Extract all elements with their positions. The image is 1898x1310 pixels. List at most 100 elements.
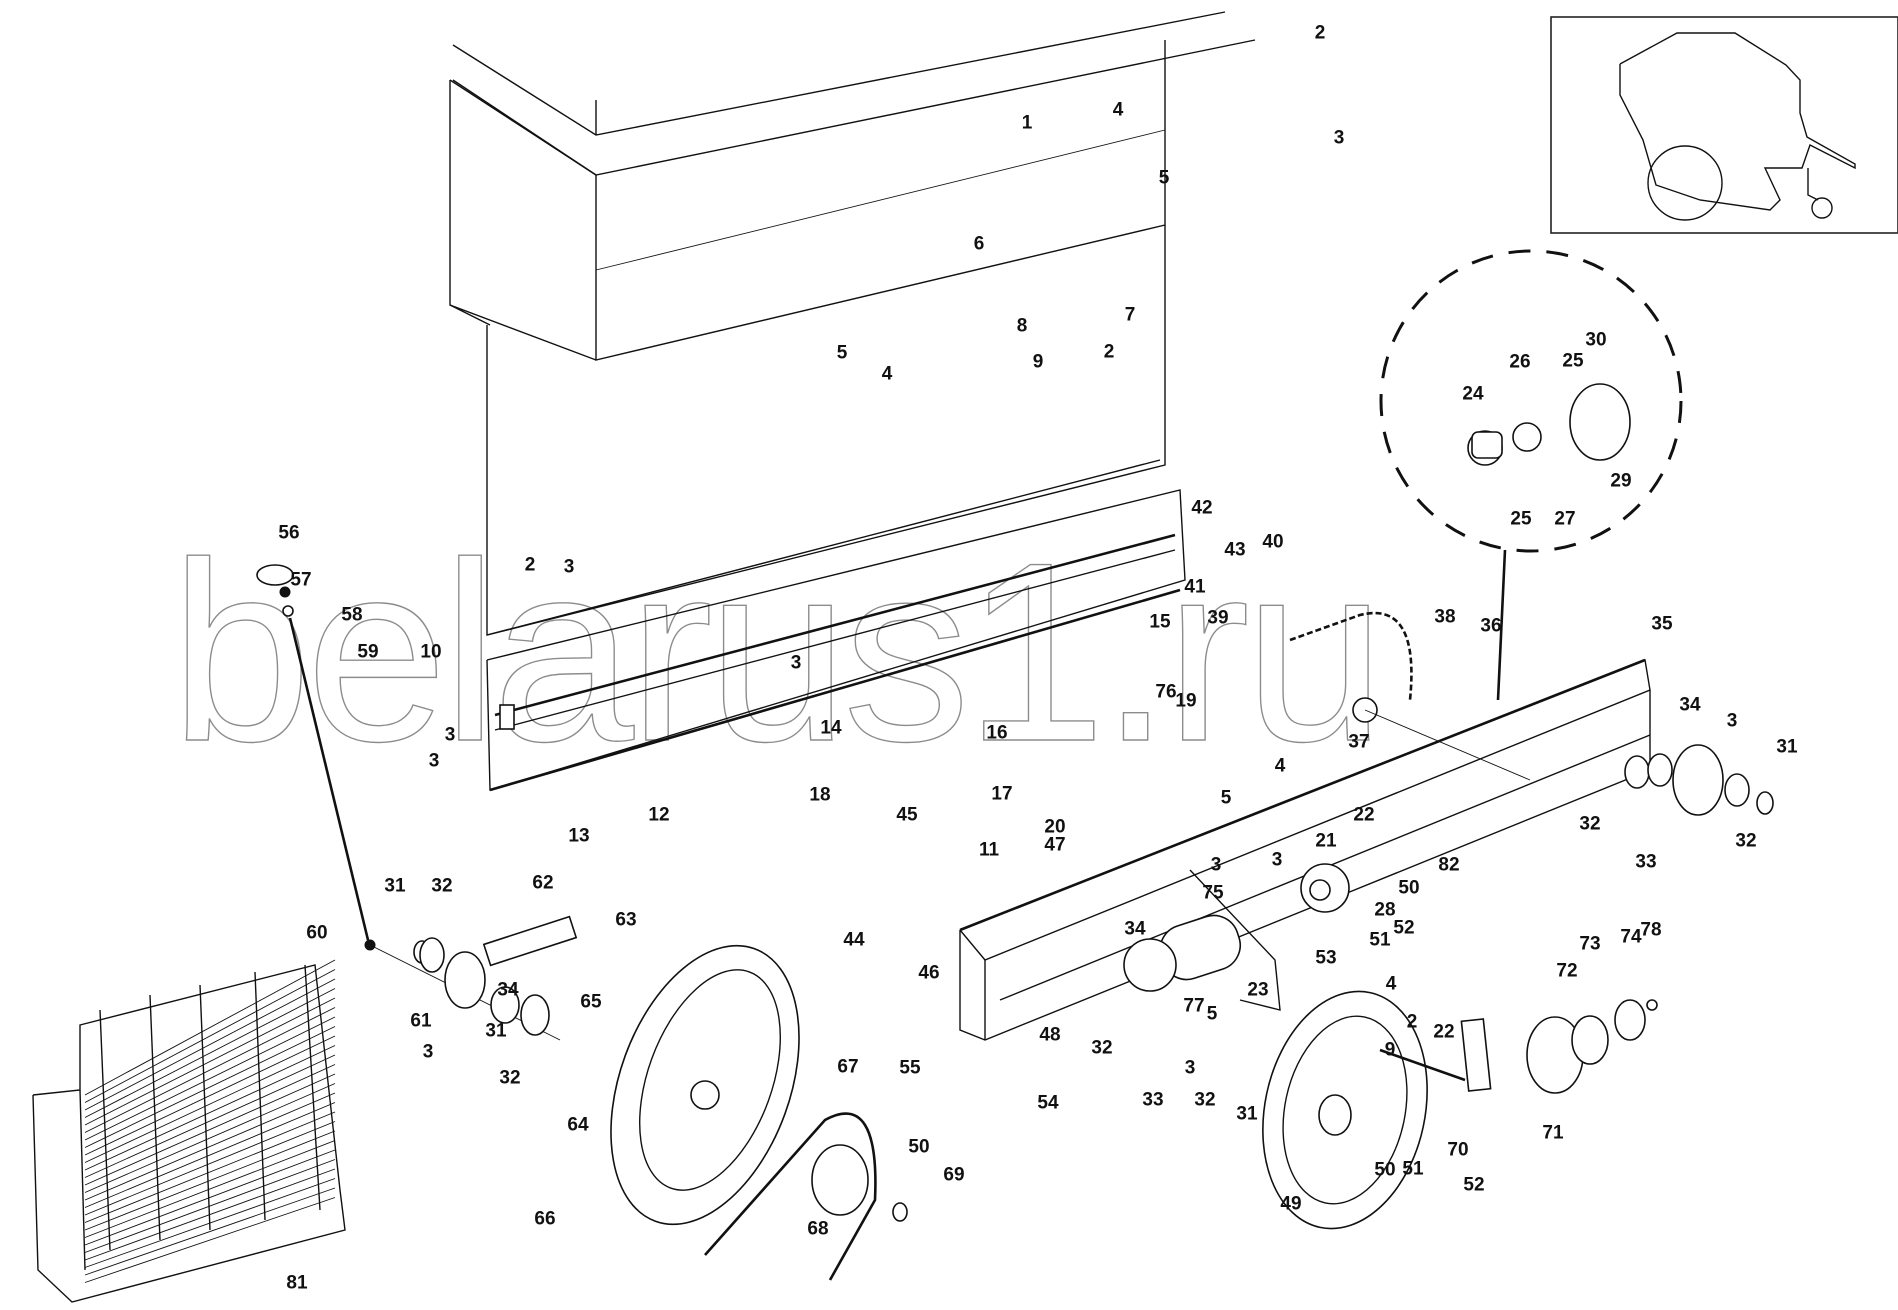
callout-part-6: 6	[973, 233, 985, 255]
pulley-49	[1262, 990, 1428, 1230]
basket-wire	[84, 1073, 336, 1186]
callout-part-63: 63	[615, 909, 637, 931]
callout-part-25: 25	[1562, 350, 1584, 372]
callout-part-5: 5	[836, 342, 848, 364]
callout-part-52: 52	[1393, 917, 1415, 939]
basket-wire	[84, 1035, 336, 1156]
callout-part-5: 5	[1206, 1003, 1218, 1025]
basket-wire	[84, 997, 336, 1126]
callout-part-9: 9	[1032, 351, 1044, 373]
callout-part-68: 68	[807, 1218, 829, 1240]
callout-part-47: 47	[1044, 834, 1066, 856]
callout-part-34: 34	[497, 979, 519, 1001]
callout-part-75: 75	[1202, 882, 1224, 904]
callout-part-32: 32	[1194, 1089, 1216, 1111]
right-assembly	[1379, 999, 1658, 1094]
callout-part-26: 26	[1509, 351, 1531, 373]
callout-part-18: 18	[809, 784, 831, 806]
basket-rib	[199, 984, 211, 1231]
basket-wire	[84, 1016, 336, 1141]
basket-wire	[84, 1054, 336, 1171]
callout-part-62: 62	[532, 872, 554, 894]
callout-part-15: 15	[1149, 611, 1171, 633]
callout-part-4: 4	[1112, 99, 1124, 121]
callout-part-66: 66	[534, 1208, 556, 1230]
callout-part-7: 7	[1124, 304, 1136, 326]
callout-part-43: 43	[1224, 539, 1246, 561]
callout-part-55: 55	[899, 1057, 921, 1079]
basket-wire	[84, 988, 336, 1118]
callout-part-22: 22	[1353, 804, 1375, 826]
callout-part-5: 5	[1220, 787, 1232, 809]
callout-part-28: 28	[1374, 899, 1396, 921]
callout-part-53: 53	[1315, 947, 1337, 969]
callout-part-5: 5	[1158, 167, 1170, 189]
callout-part-81: 81	[286, 1272, 308, 1294]
callout-part-35: 35	[1651, 613, 1673, 635]
callout-part-38: 38	[1434, 606, 1456, 628]
callout-part-51: 51	[1369, 929, 1391, 951]
callout-part-34: 34	[1679, 694, 1701, 716]
callout-part-58: 58	[341, 604, 363, 626]
callout-part-74: 74	[1620, 926, 1642, 948]
callout-part-34: 34	[1124, 918, 1146, 940]
callout-part-61: 61	[410, 1010, 432, 1032]
callout-part-16: 16	[986, 722, 1008, 744]
callout-part-9: 9	[1384, 1039, 1396, 1061]
callout-part-2: 2	[524, 554, 536, 576]
callout-part-24: 24	[1462, 383, 1484, 405]
callout-part-70: 70	[1447, 1139, 1469, 1161]
callout-part-17: 17	[991, 783, 1013, 805]
callout-part-39: 39	[1207, 607, 1229, 629]
callout-part-3: 3	[1271, 849, 1283, 871]
callout-part-2: 2	[1406, 1011, 1418, 1033]
callout-part-3: 3	[422, 1041, 434, 1063]
basket-wire	[84, 1064, 336, 1178]
callout-part-60: 60	[306, 922, 328, 944]
callout-part-3: 3	[428, 750, 440, 772]
callout-part-4: 4	[1274, 755, 1286, 777]
callout-part-77: 77	[1183, 995, 1205, 1017]
callout-part-51: 51	[1402, 1158, 1424, 1180]
basket-wire	[84, 1026, 336, 1148]
inset-machine	[1550, 16, 1898, 234]
callout-part-3: 3	[1333, 127, 1345, 149]
hopper-box	[449, 11, 1256, 361]
callout-part-12: 12	[648, 804, 670, 826]
callout-part-57: 57	[290, 569, 312, 591]
callout-part-37: 37	[1348, 731, 1370, 753]
callout-part-8: 8	[1016, 315, 1028, 337]
basket-wire	[84, 969, 336, 1103]
basket-rib	[99, 1009, 111, 1251]
callout-part-73: 73	[1579, 933, 1601, 955]
callout-part-25: 25	[1510, 508, 1532, 530]
callout-part-32: 32	[431, 875, 453, 897]
callout-part-3: 3	[1210, 854, 1222, 876]
callout-part-33: 33	[1635, 851, 1657, 873]
callout-part-23: 23	[1247, 979, 1269, 1001]
screen-panel	[486, 225, 1186, 792]
callout-part-33: 33	[1142, 1089, 1164, 1111]
callout-part-32: 32	[1735, 830, 1757, 852]
callout-part-31: 31	[1776, 736, 1798, 758]
basket-wire	[84, 978, 336, 1111]
callout-part-21: 21	[1315, 830, 1337, 852]
callout-part-32: 32	[1579, 813, 1601, 835]
callout-part-11: 11	[978, 839, 1000, 861]
callout-part-69: 69	[943, 1164, 965, 1186]
callout-part-45: 45	[896, 804, 918, 826]
basket-wire	[84, 1102, 336, 1208]
basket-wire	[84, 1092, 336, 1201]
callout-part-10: 10	[420, 641, 442, 663]
right-end-bearing	[1624, 744, 1774, 816]
callout-part-78: 78	[1640, 919, 1662, 941]
shaft-assembly-left	[369, 915, 578, 1041]
basket-wire	[84, 1083, 336, 1193]
callout-part-76: 76	[1155, 681, 1177, 703]
callout-part-50: 50	[1374, 1159, 1396, 1181]
wheel-66	[610, 944, 800, 1226]
callout-part-27: 27	[1554, 508, 1576, 530]
callout-part-2: 2	[1103, 341, 1115, 363]
rod-59	[256, 564, 376, 951]
callout-part-3: 3	[1726, 710, 1738, 732]
